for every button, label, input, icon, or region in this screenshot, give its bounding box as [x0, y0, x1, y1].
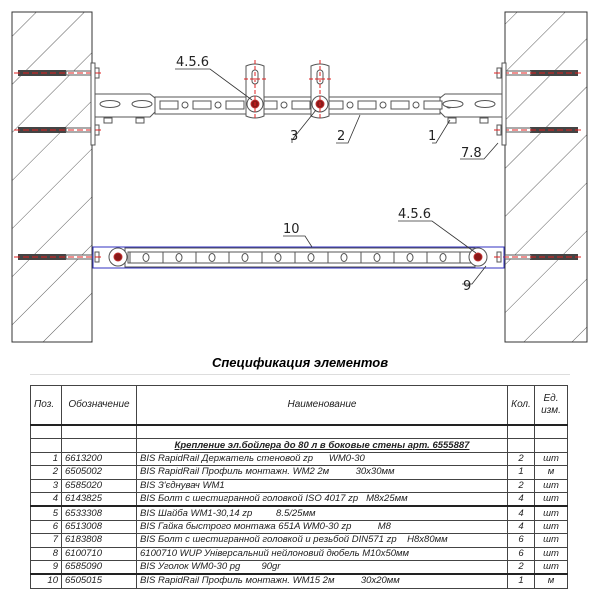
- cell-code: 6183808: [61, 533, 137, 548]
- header-pos: Поз.: [30, 385, 62, 426]
- cell-unit: шт: [534, 491, 568, 507]
- cell-code: 6100710: [61, 546, 137, 561]
- cell-unit: м: [534, 573, 568, 589]
- callout-lower-4-5-6: 4.5.6: [398, 207, 431, 222]
- cell-qty: 6: [507, 546, 535, 561]
- header-code: Обозначение: [61, 385, 137, 426]
- cell-pos: 9: [30, 559, 62, 575]
- cell-qty: 2: [507, 451, 535, 467]
- cell-qty: 4: [507, 505, 535, 521]
- callout-upper-1: 1: [428, 129, 436, 144]
- cell-code: 6505015: [61, 573, 137, 589]
- cell-unit: шт: [534, 478, 568, 493]
- cell-qty: 6: [507, 533, 535, 548]
- callout-upper-4-5-6: 4.5.6: [176, 55, 209, 70]
- cell-qty: 4: [507, 519, 535, 535]
- spec-title: Спецификация элементов: [30, 352, 570, 375]
- cell-qty: 4: [507, 491, 535, 507]
- cell-pos: 1: [30, 451, 62, 467]
- cell-unit: м: [534, 465, 568, 480]
- cell-pos: 10: [30, 573, 62, 589]
- group-title: Крепление эл.бойлера до 80 л в боковые с…: [136, 438, 508, 453]
- mounting-drawing: 4.5.6 3 2 1 7.8 10 4.5.6 9: [11, 11, 588, 343]
- header-qty: Кол.: [507, 385, 535, 426]
- cell-qty: 2: [507, 478, 535, 493]
- cell-unit: шт: [534, 451, 568, 467]
- callout-upper-2: 2: [337, 129, 345, 144]
- lower-rail-assembly: [92, 246, 505, 269]
- upper-rail-assembly: [90, 60, 507, 146]
- header-name: Наименование: [136, 385, 508, 426]
- cell-pos: 2: [30, 465, 62, 480]
- callout-lower-9: 9: [463, 279, 471, 294]
- wall-anchor: [14, 251, 102, 263]
- cell-name: BIS RapidRail Держатель стеновой zp WM0-…: [136, 451, 508, 467]
- anchors: [14, 67, 582, 263]
- cell-pos: 3: [30, 478, 62, 493]
- cell-pos: 7: [30, 533, 62, 548]
- cell-code: 6585090: [61, 559, 137, 575]
- cell-code: 6513008: [61, 519, 137, 535]
- callout-upper-3: 3: [290, 129, 298, 144]
- callout-lower-10: 10: [283, 222, 300, 237]
- cell-code: 6533308: [61, 505, 137, 521]
- specification-table: Поз. Обозначение Наименование Кол. Ед. и…: [30, 385, 568, 589]
- cell-code: 6585020: [61, 478, 137, 493]
- table-header-row: Поз. Обозначение Наименование Кол. Ед. и…: [30, 385, 568, 426]
- cell-unit: шт: [534, 533, 568, 548]
- callouts: [175, 68, 499, 285]
- group-row: Крепление эл.бойлера до 80 л в боковые с…: [30, 438, 568, 453]
- cell-name: BIS Шайба WM1-30,14 zp 8.5/25мм: [136, 505, 508, 521]
- specification-table-section: Спецификация элементов Поз. Обозначение …: [30, 352, 570, 589]
- cell-code: 6613200: [61, 451, 137, 467]
- cell-pos: 4: [30, 491, 62, 507]
- cell-code: 6505002: [61, 465, 137, 480]
- cell-unit: шт: [534, 559, 568, 575]
- cell-name: BIS Болт с шестигранной головкой и резьб…: [136, 533, 508, 548]
- cell-unit: шт: [534, 546, 568, 561]
- cell-pos: 5: [30, 505, 62, 521]
- right-wall: [504, 11, 588, 343]
- cell-name: 6100710 WUP Універсальний нейлоновий дюб…: [136, 546, 508, 561]
- cell-qty: 1: [507, 573, 535, 589]
- cell-unit: шт: [534, 519, 568, 535]
- callout-upper-7-8: 7.8: [461, 146, 482, 161]
- cell-pos: 6: [30, 519, 62, 535]
- cell-name: BIS Уголок WM0-30 pg 90gr: [136, 559, 508, 575]
- blank-row: [30, 424, 568, 440]
- cell-qty: 2: [507, 559, 535, 575]
- cell-unit: шт: [534, 505, 568, 521]
- cell-name: BIS Гайка быстрого монтажа 651A WM0-30 z…: [136, 519, 508, 535]
- cell-qty: 1: [507, 465, 535, 480]
- wall-anchor: [494, 251, 582, 263]
- left-wall: [11, 11, 93, 343]
- cell-name: BIS RapidRail Профиль монтажн. WM2 2м 30…: [136, 465, 508, 480]
- header-unit: Ед. изм.: [534, 385, 568, 426]
- cell-pos: 8: [30, 546, 62, 561]
- cell-name: BIS Болт с шестигранной головкой ISO 401…: [136, 491, 508, 507]
- cell-name: BIS RapidRail Профиль монтажн. WM15 2м 3…: [136, 573, 508, 589]
- cell-name: BIS З'єднувач WM1: [136, 478, 508, 493]
- cell-code: 6143825: [61, 491, 137, 507]
